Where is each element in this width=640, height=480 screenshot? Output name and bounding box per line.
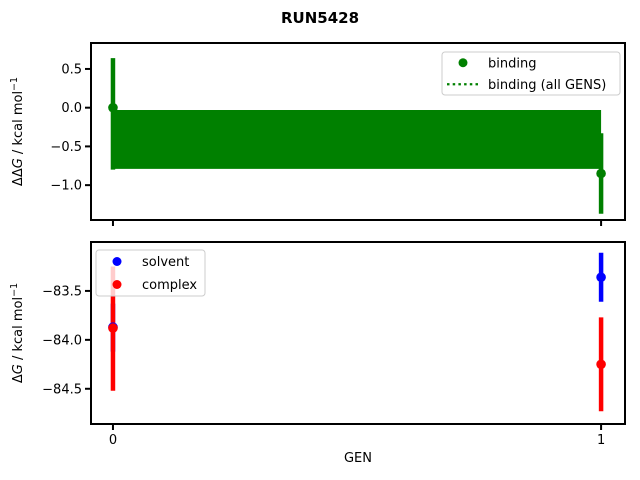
y-axis-label: ΔG / kcal mol−1 [9, 283, 26, 383]
legend-dot-marker [112, 257, 122, 266]
x-axis-label: GEN [344, 451, 372, 466]
data-point [108, 102, 118, 113]
legend-label: solvent [142, 255, 189, 270]
y-tick-label: −83.5 [42, 284, 82, 299]
data-point [108, 323, 118, 333]
y-tick-label: 0.5 [61, 62, 82, 77]
y-tick-label: −0.5 [50, 140, 82, 155]
uncertainty-band [112, 110, 602, 169]
y-tick-label: −84.0 [42, 333, 82, 348]
legend-label: binding [488, 56, 536, 71]
x-tick-label: 0 [109, 433, 117, 448]
figure-title: RUN5428 [280, 9, 360, 27]
x-tick-label: 1 [597, 433, 605, 448]
data-point [596, 359, 606, 370]
legend-dot-marker [112, 280, 122, 289]
data-point [596, 168, 606, 179]
y-tick-label: −1.0 [50, 179, 82, 194]
legend-label: complex [142, 278, 197, 293]
y-axis-label: ΔΔG / kcal mol−1 [9, 77, 26, 186]
legend-box [95, 249, 206, 297]
legend-box [441, 51, 621, 96]
legend-dot-marker [458, 58, 468, 68]
legend: solvent complex [95, 249, 206, 297]
y-tick-label: 0.0 [61, 101, 82, 116]
legend-label: binding (all GENS) [488, 78, 606, 93]
axes-frame [90, 241, 626, 425]
axes-frame [90, 42, 626, 221]
legend: binding binding (all GENS) [441, 51, 621, 96]
y-tick-label: −84.5 [42, 382, 82, 397]
data-point [596, 272, 606, 283]
